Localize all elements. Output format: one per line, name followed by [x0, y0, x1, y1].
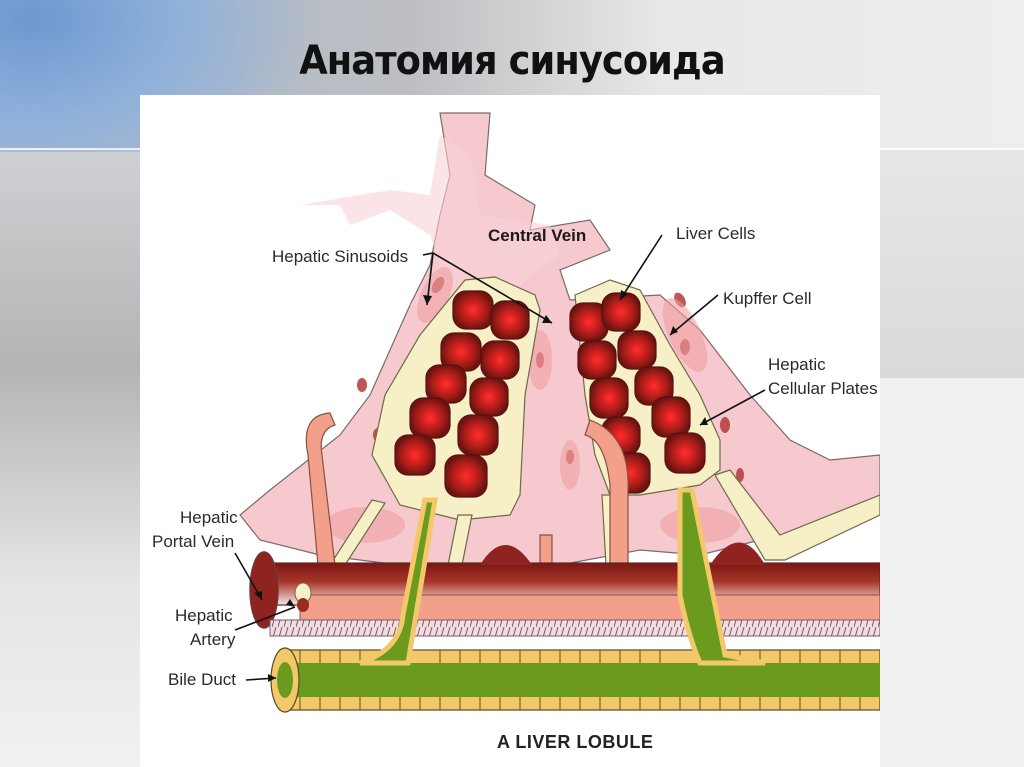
liver-lobule-diagram: Central Vein Hepatic Sinusoids Liver Cel…	[140, 95, 880, 767]
label-liver-cells: Liver Cells	[676, 224, 756, 243]
label-hepatic-portal-vein-line2: Portal Vein	[152, 532, 235, 551]
liver-cells-right	[569, 292, 706, 494]
diagram-illustration	[234, 112, 880, 713]
left-decorative-panel	[0, 152, 140, 767]
label-bile-duct: Bile Duct	[168, 670, 237, 689]
slide-title: Анатомия синусоида	[299, 38, 725, 84]
label-hepatic-cellular-plates-line1: Hepatic	[768, 355, 826, 374]
label-hepatic-portal-vein-line1: Hepatic	[180, 508, 238, 527]
label-central-vein: Central Vein	[488, 226, 587, 245]
label-hepatic-sinusoids: Hepatic Sinusoids	[272, 247, 409, 266]
right-decorative-panel	[880, 150, 1024, 380]
figure-caption: A LIVER LOBULE	[497, 732, 654, 752]
label-hepatic-artery-line1: Hepatic	[175, 606, 233, 625]
label-hepatic-artery-line2: Artery	[190, 630, 236, 649]
right-lower-panel	[880, 378, 1024, 767]
label-hepatic-cellular-plates-line2: Cellular Plates	[768, 379, 878, 398]
liver-cells-left	[394, 290, 530, 498]
label-kupffer-cell: Kupffer Cell	[723, 289, 812, 308]
